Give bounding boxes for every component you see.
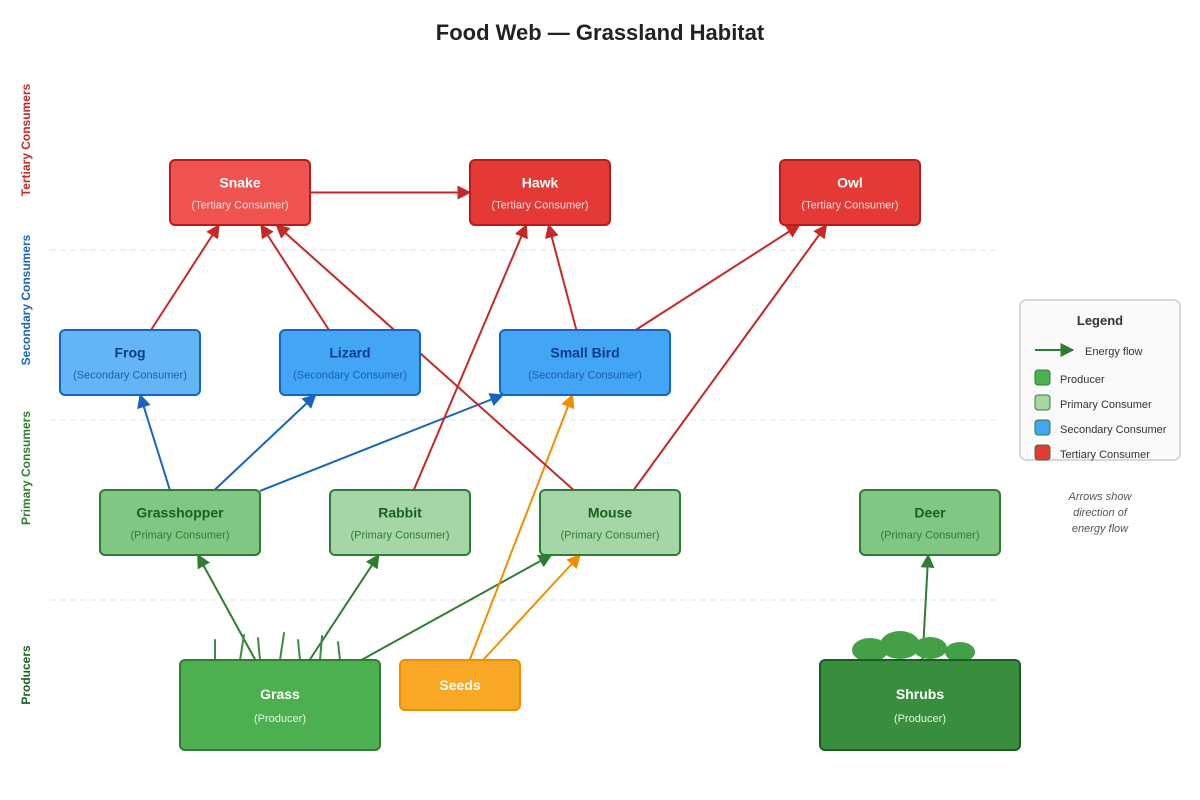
energy-flow-arrow-grasshopper-to-lizard [213, 394, 317, 491]
band-label-tertiary: Tertiary Consumers [19, 83, 33, 196]
node-role: (Producer) [894, 713, 946, 725]
energy-flow-arrow-grasshopper-to-frog [137, 393, 171, 491]
node-name: Deer [914, 505, 946, 521]
band-label-secondary: Secondary Consumers [19, 234, 33, 365]
node-role: (Secondary Consumer) [528, 370, 642, 382]
node-lizard: Lizard (Secondary Consumer) [279, 329, 421, 396]
legend-label-tertiary: Tertiary Consumer [1060, 449, 1150, 461]
legend-label-energy-flow: Energy flow [1085, 346, 1143, 358]
arrow-note: Arrows show direction of energy flow [1068, 491, 1133, 535]
energy-flow-arrow-grass-to-rabbit [308, 553, 380, 661]
node-rabbit: Rabbit (Primary Consumer) [329, 489, 471, 556]
energy-flow-arrow-smallbird-to-owl [635, 224, 801, 331]
note-line: Arrows show [1068, 491, 1133, 503]
shrub-bushes-icon [852, 631, 975, 662]
node-deer: Deer (Primary Consumer) [859, 489, 1001, 556]
legend-label-secondary: Secondary Consumer [1060, 424, 1167, 436]
node-grasshopper: Grasshopper (Primary Consumer) [99, 489, 261, 556]
node-owl: Owl (Tertiary Consumer) [779, 159, 921, 226]
node-frog: Frog (Secondary Consumer) [59, 329, 201, 396]
node-grass: Grass (Producer) [179, 659, 381, 751]
band-label-producers: Producers [19, 645, 33, 705]
energy-flow-arrow-frog-to-snake [150, 223, 220, 331]
note-line: energy flow [1072, 523, 1129, 535]
node-role: (Secondary Consumer) [73, 370, 187, 382]
node-name: Lizard [329, 345, 370, 361]
legend-label-primary: Primary Consumer [1060, 399, 1152, 411]
energy-flow-arrow-grass-to-grasshopper [196, 553, 257, 661]
node-role: (Producer) [254, 713, 306, 725]
band-label-primary: Primary Consumers [19, 411, 33, 525]
band-labels: Tertiary Consumers Secondary Consumers P… [19, 83, 33, 704]
node-name: Mouse [588, 505, 633, 521]
legend: Legend Energy flow Producer Primary Cons… [1019, 299, 1181, 461]
legend-label-producer: Producer [1060, 374, 1105, 386]
node-name: Grass [260, 686, 300, 702]
energy-flow-arrow-rabbit-to-hawk [412, 223, 528, 491]
node-role: (Secondary Consumer) [293, 370, 407, 382]
node-role: (Primary Consumer) [130, 530, 229, 542]
legend-swatch-producer [1034, 369, 1051, 386]
node-role: (Primary Consumer) [350, 530, 449, 542]
energy-flow-arrows [137, 185, 935, 661]
energy-flow-arrow-grasshopper-to-smallbird [259, 393, 505, 492]
energy-flow-arrow-smallbird-to-hawk [545, 223, 578, 331]
legend-box [1019, 299, 1181, 461]
node-name: Snake [219, 175, 260, 191]
node-name: Seeds [439, 677, 480, 693]
node-role: (Tertiary Consumer) [491, 200, 588, 212]
node-role: (Primary Consumer) [560, 530, 659, 542]
node-name: Hawk [522, 175, 559, 191]
legend-swatch-primary [1034, 394, 1051, 411]
energy-flow-arrow-lizard-to-snake [260, 223, 330, 331]
legend-title: Legend [1077, 313, 1123, 328]
node-shrubs: Shrubs (Producer) [819, 659, 1021, 751]
grass-blades-icon [214, 632, 341, 661]
organism-nodes: Snake (Tertiary Consumer) Hawk (Tertiary… [59, 159, 1021, 751]
node-name: Grasshopper [136, 505, 224, 521]
note-line: direction of [1073, 507, 1128, 519]
node-seeds: Seeds [399, 659, 521, 711]
node-small-bird: Small Bird (Secondary Consumer) [499, 329, 671, 396]
legend-swatch-secondary [1034, 419, 1051, 436]
node-role: (Tertiary Consumer) [191, 200, 288, 212]
node-name: Shrubs [896, 686, 944, 702]
node-role: (Primary Consumer) [880, 530, 979, 542]
node-mouse: Mouse (Primary Consumer) [539, 489, 681, 556]
energy-flow-arrow-grass-to-mouse [360, 554, 553, 661]
node-name: Owl [837, 175, 863, 191]
energy-flow-arrow-mouse-to-snake [275, 224, 575, 491]
energy-flow-arrow-seeds-to-mouse [482, 553, 581, 661]
band-dividers [50, 249, 1000, 601]
diagram-title: Food Web — Grassland Habitat [436, 20, 765, 45]
node-name: Rabbit [378, 505, 422, 521]
node-name: Frog [114, 345, 145, 361]
legend-swatch-tertiary [1034, 444, 1051, 461]
node-hawk: Hawk (Tertiary Consumer) [469, 159, 611, 226]
energy-flow-arrow-mouse-to-owl [632, 223, 828, 491]
node-name: Small Bird [550, 345, 619, 361]
node-snake: Snake (Tertiary Consumer) [169, 159, 311, 226]
energy-flow-arrow-seeds-to-smallbird [468, 393, 575, 661]
node-role: (Tertiary Consumer) [801, 200, 898, 212]
